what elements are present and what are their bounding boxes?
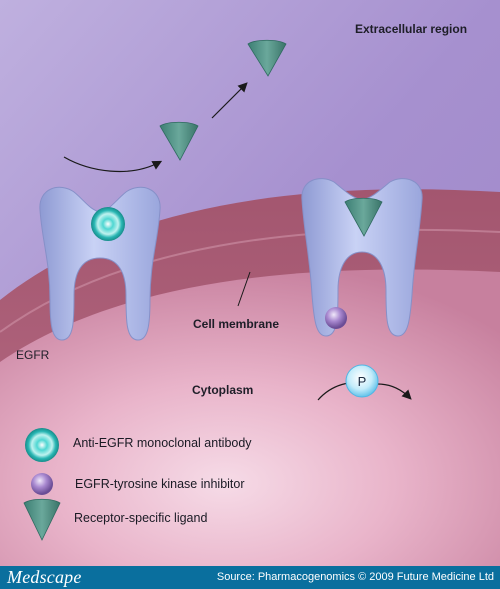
release-arrow [211,82,248,119]
cytoplasm-label: Cytoplasm [192,383,254,397]
extracellular-region-label: Extracellular region [355,22,468,36]
membrane-leader-line [237,271,251,307]
diagram-artwork: P [0,0,500,566]
phosphate-icon [345,364,379,398]
phosphate-label: P [358,374,367,389]
moving-ligand-1 [159,121,199,161]
bound-ligand [344,197,383,237]
egfr-label: EGFR [16,348,50,362]
cytoplasm-region [0,269,500,566]
bound-inhibitor [325,307,347,329]
legend-antibody-label: Anti-EGFR monoclonal antibody [73,436,252,450]
bound-antibody [91,207,125,241]
ligand-icon [23,498,61,541]
medscape-logo[interactable]: Medscape [7,567,82,587]
egfr-diagram: P Extracellular region Cell membrane Cyt… [0,0,500,566]
antibody-icon [25,428,59,462]
footer-bar: Medscape Source: Pharmacogenomics © 2009… [0,566,500,589]
source-credit: Source: Pharmacogenomics © 2009 Future M… [216,571,494,583]
inhibitor-icon [31,473,53,495]
binding-arrow [63,156,163,173]
moving-ligand-2 [247,39,287,77]
phosphorylation-arrow-right [377,383,412,400]
cell-membrane-label: Cell membrane [193,317,280,331]
legend-inhibitor-label: EGFR-tyrosine kinase inhibitor [75,477,245,491]
legend-ligand-label: Receptor-specific ligand [74,511,208,525]
